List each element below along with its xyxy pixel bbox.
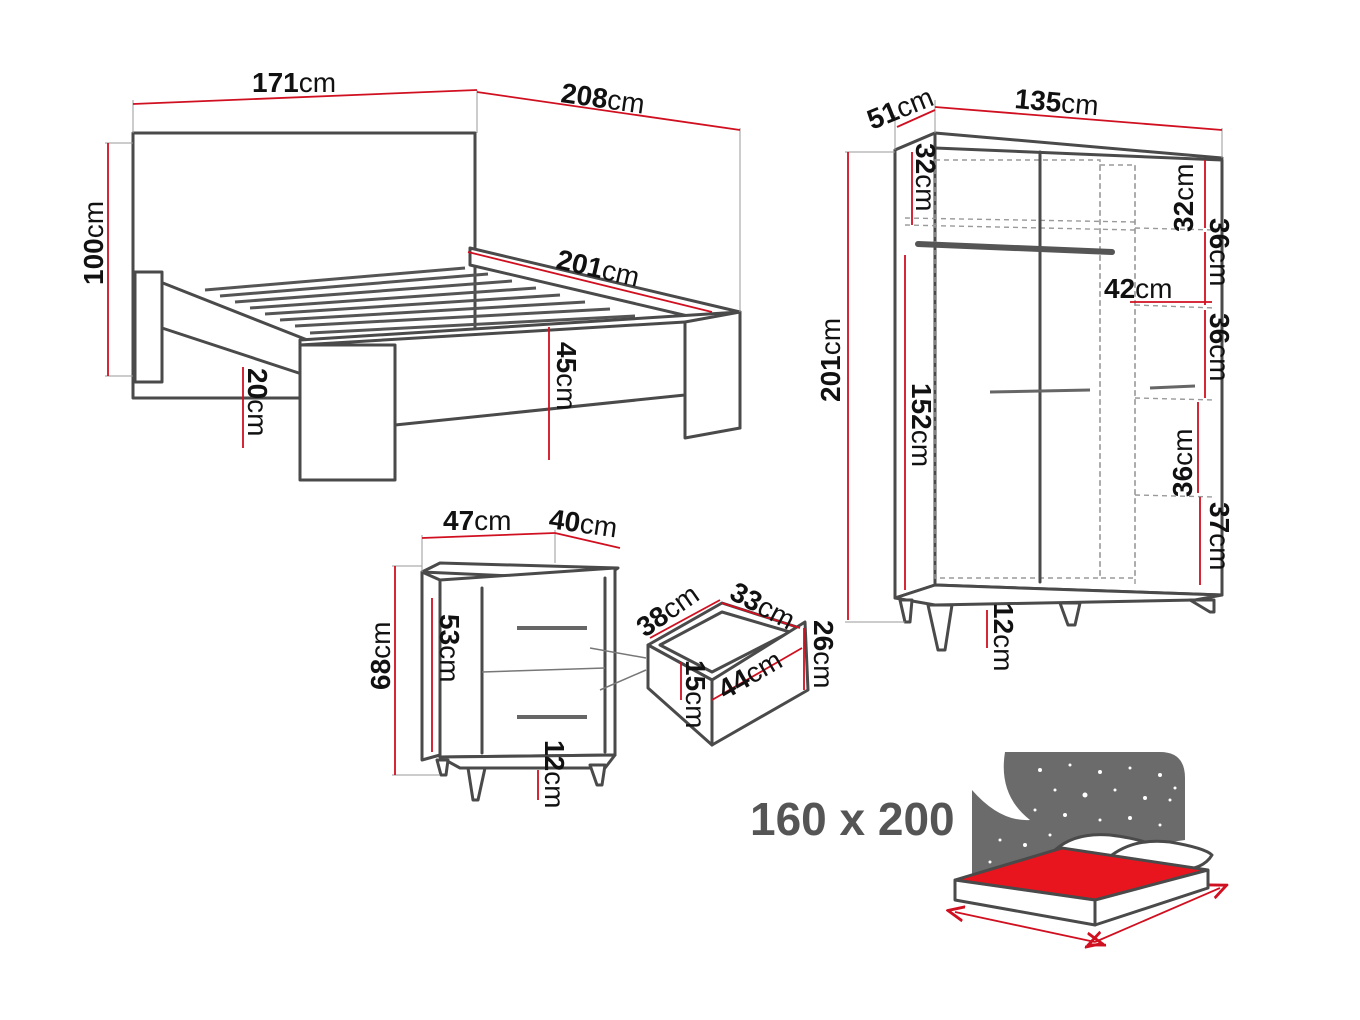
nightstand-handle-top [517, 626, 587, 630]
drawer-width-line [711, 647, 803, 701]
nightstand-width-line [421, 532, 556, 539]
drawer-inner-width-line [721, 602, 801, 629]
nightstand-depth-label: 40cm [547, 503, 619, 543]
wardrobe-top-shelf-left-label: 32cm [910, 143, 941, 211]
wardrobe-drawing: 51cm 135cm 201cm 32cm 152cm 32cm 36cm 42… [815, 81, 1235, 671]
bed-width-line [132, 89, 478, 105]
wardrobe-leg-2 [926, 603, 954, 652]
wardrobe-door-handle [989, 388, 1091, 394]
bed-mattress-length-line [467, 251, 713, 313]
wardrobe-width-label: 135cm [1013, 83, 1099, 121]
bed-headboard-height-label: 100cm [78, 201, 109, 285]
wardrobe-leg-1 [898, 598, 914, 624]
bed-drawing: 171cm 208cm 100cm 201cm 45cm 20cm [78, 67, 742, 482]
bed-front-left-leg [298, 343, 397, 482]
nightstand-body-height-label: 53cm [434, 614, 465, 682]
wardrobe-depth-label: 51cm [863, 81, 938, 135]
bed-leg-height-label: 20cm [242, 368, 273, 436]
wardrobe-width-line [934, 106, 1223, 131]
wardrobe-shelf-4-label: 37cm [1204, 502, 1235, 570]
wardrobe-hanging-rail [915, 241, 1115, 255]
wardrobe-leg-3 [1058, 601, 1082, 627]
nightstand-front [438, 566, 617, 759]
mattress-length-arrow [1095, 888, 1220, 942]
mattress-width-arrow [955, 912, 1095, 942]
bed-length-line [476, 91, 741, 131]
stars-icon [988, 763, 1177, 864]
nightstand-handle-bottom [517, 715, 587, 719]
wardrobe-hanging-height-label: 152cm [906, 383, 937, 467]
drawer-front [710, 620, 810, 747]
mattress-size-label: 160 x 200 [750, 793, 955, 845]
wardrobe-height-label: 201cm [815, 318, 846, 402]
nightstand-base [438, 753, 617, 770]
wardrobe-right-handle [1149, 384, 1196, 390]
nightstand-width-label: 47cm [443, 505, 511, 536]
bed-length-label: 208cm [559, 77, 647, 119]
nightstand-drawer-divider [481, 667, 606, 673]
wardrobe-leg-4 [1188, 598, 1216, 614]
night-sky-icon [972, 752, 1185, 890]
bed-back-left-leg [133, 270, 164, 384]
wardrobe-inner-width-label: 42cm [1104, 273, 1172, 304]
bed-frame-height-label: 45cm [551, 342, 582, 410]
nightstand-leg-height-label: 12cm [539, 740, 570, 808]
nightstand-leg-2 [466, 766, 487, 802]
drawer-drawing: 38cm 33cm 26cm 44cm 15cm [631, 576, 839, 747]
drawer-height-label: 26cm [808, 620, 839, 688]
bed-front-right-leg [683, 310, 742, 440]
wardrobe-depth-line [896, 109, 936, 128]
nightstand-leg-1 [435, 758, 450, 777]
wardrobe-left-interior [934, 159, 1101, 579]
nightstand-height-label: 68cm [365, 622, 396, 690]
wardrobe-shelf-1-label: 36cm [1204, 218, 1235, 286]
wardrobe-shelf-2-label: 36cm [1204, 313, 1235, 381]
nightstand-drawing: 47cm 40cm 68cm 53cm 12cm [365, 503, 647, 808]
nightstand-depth-line [554, 532, 621, 549]
wardrobe-shelf-3-label: 36cm [1167, 429, 1198, 497]
wardrobe-top-shelf-right-label: 32cm [1168, 164, 1199, 232]
mattress-size-badge: 160 x 200 [750, 752, 1220, 942]
bed-width-label: 171cm [252, 67, 336, 98]
nightstand-leg-3 [588, 763, 607, 787]
drawer-inner-depth-line [649, 599, 721, 639]
drawer-inner-height-label: 15cm [680, 660, 711, 728]
wardrobe-leg-height-label: 12cm [988, 603, 1019, 671]
